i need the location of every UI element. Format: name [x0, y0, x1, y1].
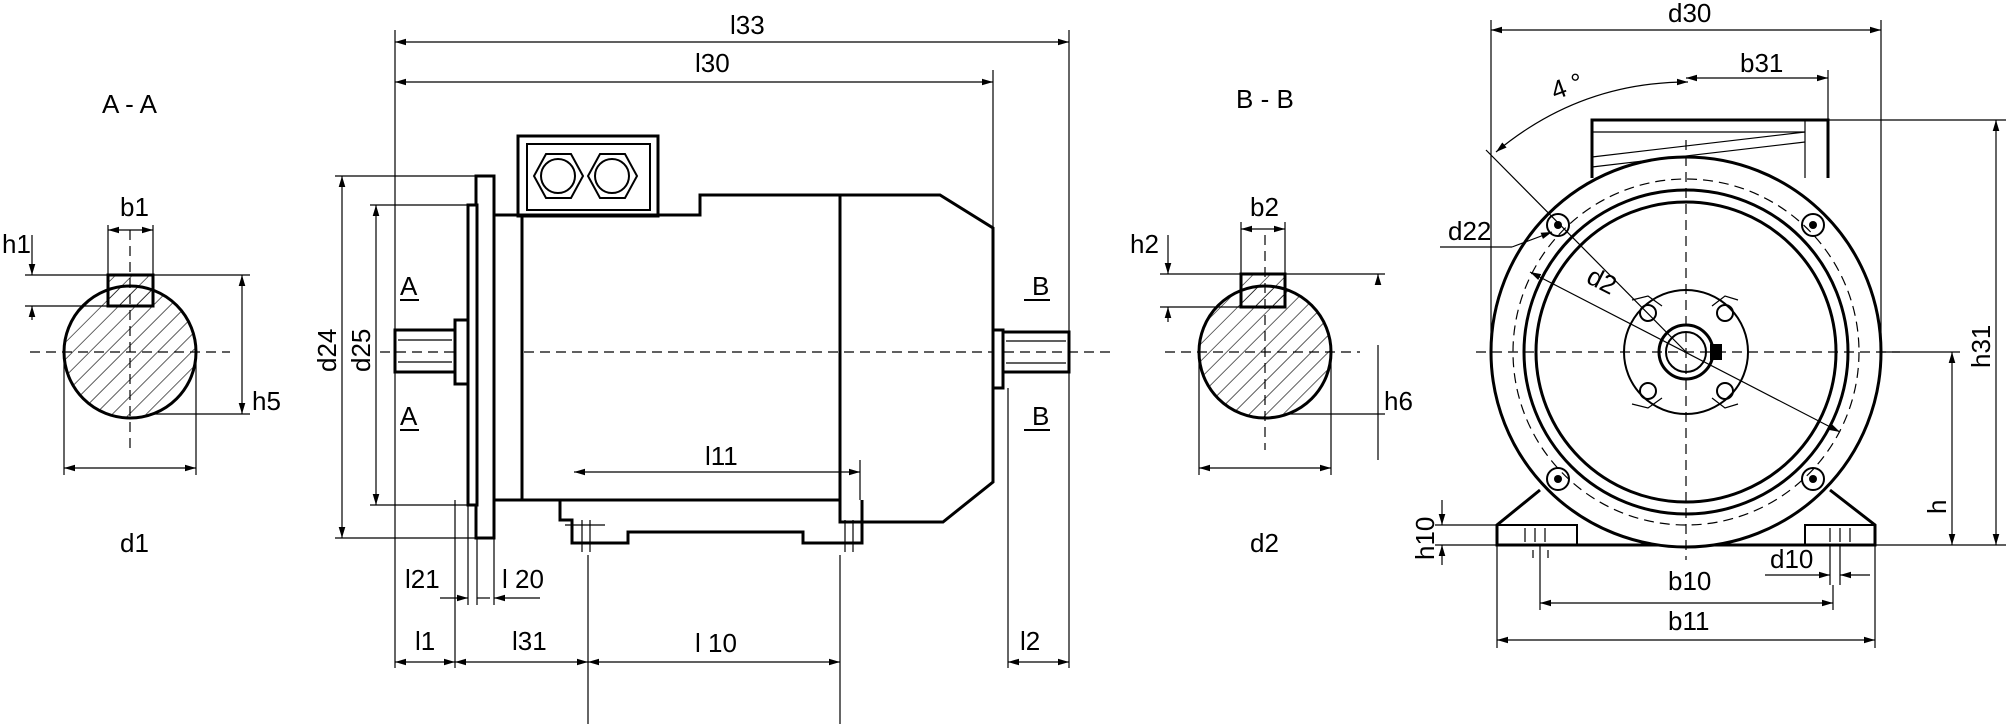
- dim-d30: d30: [1668, 0, 1711, 28]
- bolt-holes: [1546, 213, 1825, 491]
- dim-l1: l1: [415, 626, 435, 656]
- dim-l2: l2: [1020, 626, 1040, 656]
- fan-cover: [838, 193, 995, 524]
- terminal-box: [516, 134, 660, 218]
- section-mark-b-top: B: [1032, 271, 1049, 301]
- cable-gland-right: [586, 153, 639, 199]
- dim-l10: l 10: [695, 628, 737, 658]
- key-a: [106, 273, 155, 308]
- cable-gland-left: [532, 153, 585, 199]
- dim-b1: b1: [120, 192, 149, 222]
- section-mark-b-bottom: B: [1032, 401, 1049, 431]
- dim-b31: b31: [1740, 48, 1783, 78]
- section-b-title: B - B: [1236, 84, 1294, 114]
- dim-b11: b11: [1668, 606, 1709, 636]
- dim-l20: l 20: [502, 564, 544, 594]
- front-view: d2 d22 4 ° d30 b31 h31 h h10: [1410, 0, 2006, 648]
- section-a-a: A - A b1 h1 h5 d1: [2, 89, 281, 558]
- key-b: [1239, 272, 1287, 309]
- dim-l30: l30: [695, 48, 730, 78]
- dim-h6: h6: [1384, 386, 1413, 416]
- dim-h2: h2: [1130, 229, 1159, 259]
- dim-d1: d1: [120, 528, 149, 558]
- drive-shaft: [393, 328, 457, 374]
- dim-angle: 4 °: [1547, 66, 1587, 105]
- section-mark-a-top: A: [400, 271, 418, 301]
- dim-h31: h31: [1966, 325, 1996, 368]
- side-view: A A B B l33 l30 d24 d25: [312, 10, 1110, 724]
- section-b-b: B - B b2 h2 h6 d2: [1130, 84, 1413, 558]
- section-mark-a-bottom: A: [400, 401, 418, 431]
- dim-l21: l21: [405, 564, 440, 594]
- dim-d25: d25: [346, 329, 376, 372]
- dim-h1: h1: [2, 229, 31, 259]
- dim-b10: b10: [1668, 566, 1711, 596]
- flange: [474, 174, 496, 540]
- dim-b2: b2: [1250, 192, 1279, 222]
- dim-l31: l31: [512, 626, 547, 656]
- dim-h5: h5: [252, 386, 281, 416]
- section-a-title: A - A: [102, 89, 158, 119]
- dim-d24: d24: [312, 329, 342, 372]
- dim-l11: l11: [705, 441, 738, 471]
- motor-body: [520, 193, 842, 502]
- dim-d10: d10: [1770, 544, 1813, 574]
- dim-h10: h10: [1410, 517, 1440, 560]
- dim-d22: d22: [1448, 216, 1491, 246]
- dim-d2-section: d2: [1250, 528, 1279, 558]
- dim-l33: l33: [730, 10, 765, 40]
- foot: [558, 500, 864, 545]
- dim-h: h: [1922, 500, 1952, 514]
